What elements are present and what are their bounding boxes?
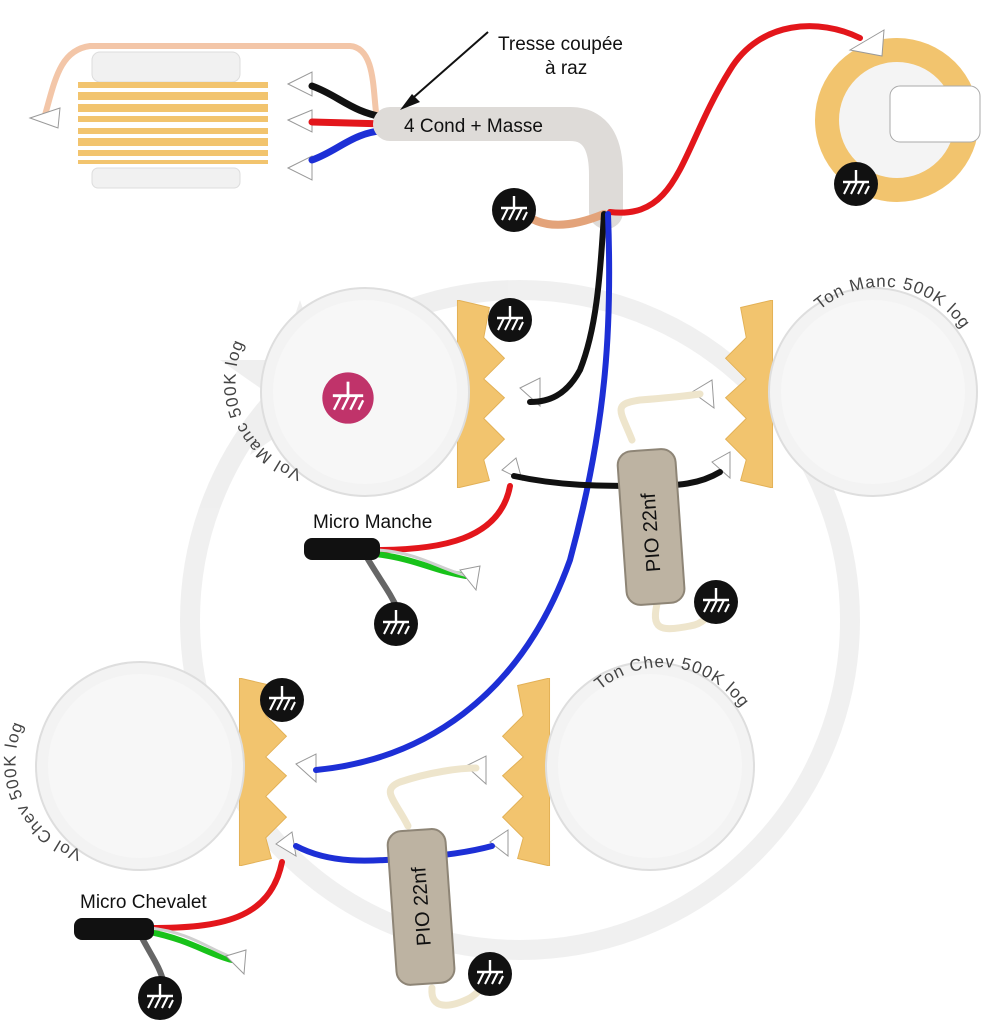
ground-symbol-icon xyxy=(136,974,184,1022)
ground-symbol-icon xyxy=(692,578,740,626)
ground-symbol-icon xyxy=(486,296,534,344)
capacitor-bridge: PIO 22nf xyxy=(386,828,456,986)
vol-bridge-pot: Vol Chev 500K log xyxy=(0,661,317,871)
neck-pickup-label: Micro Manche xyxy=(313,512,432,533)
four-conductor-cable xyxy=(373,107,623,229)
ground-symbol-icon xyxy=(832,160,880,208)
cable-label: 4 Cond + Masse xyxy=(404,116,543,137)
tone-bridge-pot: Ton Chev 500K log xyxy=(465,652,755,871)
star-ground-icon xyxy=(320,370,376,426)
neck-pickup-lead xyxy=(304,483,513,613)
bridge-pickup-lead xyxy=(74,859,285,987)
ground-symbol-icon xyxy=(466,950,514,998)
capacitor-neck: PIO 22nf xyxy=(616,448,686,606)
humbucker-pickup xyxy=(28,43,381,189)
ground-symbol-icon xyxy=(372,600,420,648)
ground-symbol-icon xyxy=(490,186,538,234)
tone-neck-pot: Ton Manc 500K log xyxy=(691,272,978,497)
cut-braid-label-line2: à raz xyxy=(545,58,587,79)
ground-symbol-icon xyxy=(258,676,306,724)
output-jack-icon xyxy=(815,29,981,202)
cut-braid-label-line1: Tresse coupée xyxy=(498,34,623,55)
bridge-pickup-label: Micro Chevalet xyxy=(80,892,207,913)
